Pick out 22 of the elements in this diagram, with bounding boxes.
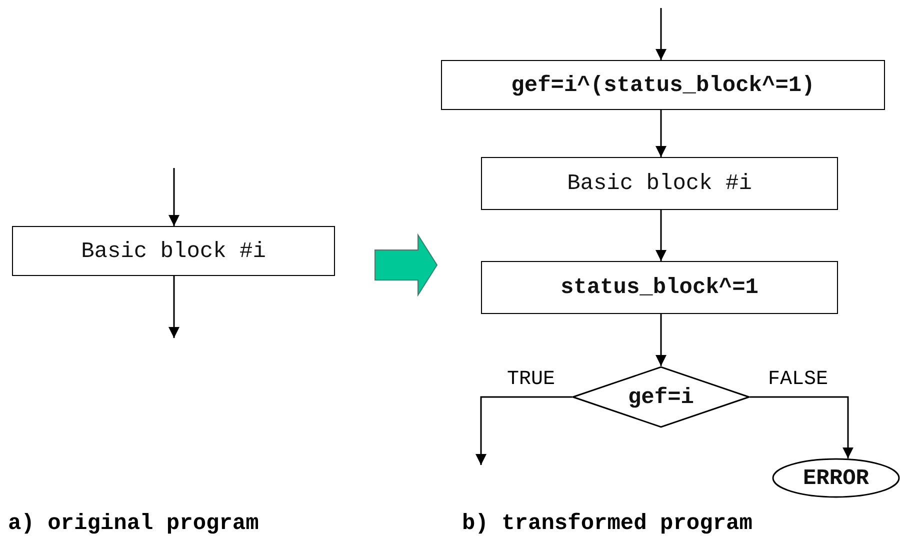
node-text: Basic block #i (81, 238, 266, 264)
arrow (750, 396, 854, 458)
arrow (168, 276, 180, 338)
arrow (476, 396, 572, 465)
node-text: status_block^=1 (560, 275, 759, 300)
terminal-ellipse (772, 458, 900, 498)
arrow (656, 8, 666, 60)
process-box (12, 226, 335, 276)
arrow (656, 314, 666, 366)
process-box (441, 60, 885, 110)
node-text: ERROR (802, 466, 869, 490)
node-text: gef=i^(status_block^=1) (511, 72, 815, 98)
decision-diamond (572, 366, 750, 428)
arrow (168, 168, 180, 226)
node-text: Basic block #i (567, 171, 752, 196)
process-box (481, 157, 838, 210)
arrow (656, 210, 666, 261)
panel-caption: b) transformed program (462, 511, 752, 536)
process-box (481, 261, 838, 314)
node-text: gef=i (628, 384, 694, 410)
arrow (656, 110, 666, 157)
panel-caption: a) original program (8, 511, 259, 536)
